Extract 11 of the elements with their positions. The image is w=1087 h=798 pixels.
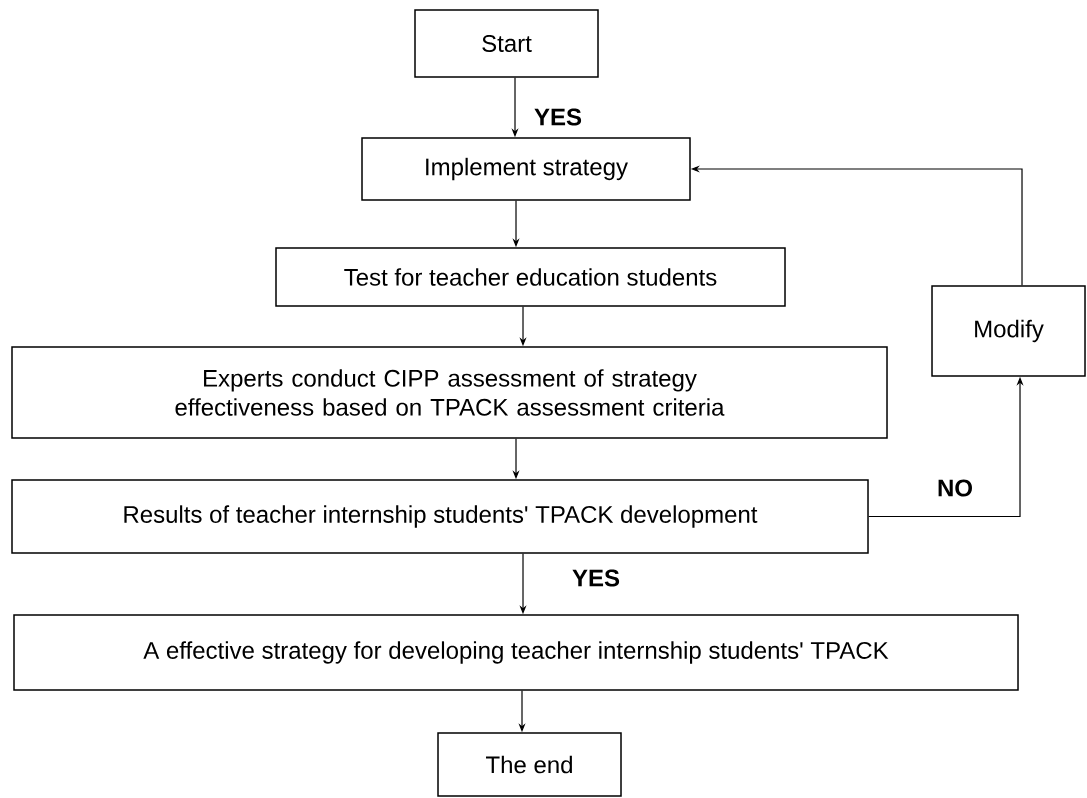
process-box: Test for teacher education students — [275, 247, 786, 307]
edge-label: YES — [571, 568, 621, 588]
process-box: Start — [414, 9, 599, 78]
process-box: Modify — [931, 285, 1086, 377]
process-box: Results of teacher internship students' TPACK development — [11, 479, 869, 554]
edge-label: YES — [533, 107, 583, 127]
process-box: A effective strategy for developing teacher internship students' TPACK — [13, 614, 1019, 691]
process-box: The end — [437, 732, 622, 797]
process-box: Experts conduct CIPP assessment of strategy effectiveness based on TPACK assessment criteria — [11, 346, 888, 439]
process-box: Implement strategy — [361, 137, 691, 201]
edge-label: NO — [936, 478, 974, 498]
